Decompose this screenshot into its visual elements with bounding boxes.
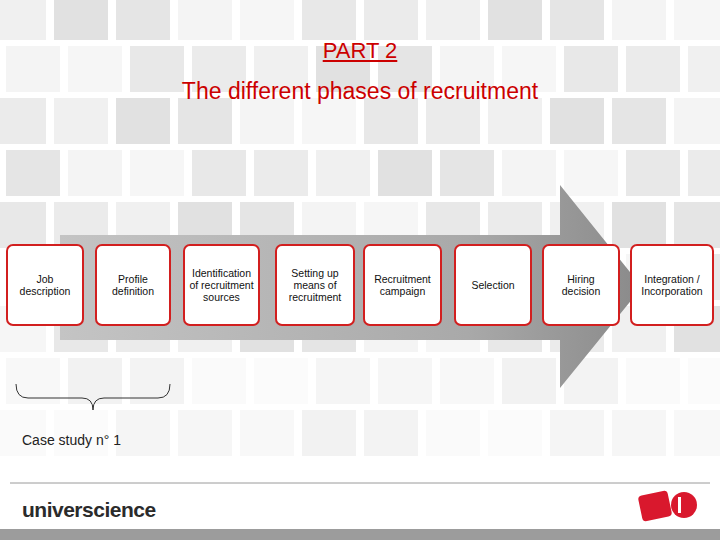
footer-bar xyxy=(0,529,720,540)
photo-tile xyxy=(68,46,122,92)
photo-tile xyxy=(550,98,604,144)
photo-tile xyxy=(254,358,308,404)
photo-tile xyxy=(116,0,170,40)
photo-tile xyxy=(240,0,294,40)
photo-tile xyxy=(612,98,666,144)
photo-tile xyxy=(68,150,122,196)
photo-tile xyxy=(550,0,604,40)
photo-tile xyxy=(364,98,418,144)
photo-tile xyxy=(364,410,418,456)
phase-label: Hiring decision xyxy=(544,273,618,297)
photo-tile xyxy=(6,358,60,404)
footer-rule xyxy=(10,483,710,484)
photo-tile xyxy=(6,150,60,196)
photo-tile xyxy=(502,150,556,196)
photo-tile xyxy=(426,98,480,144)
photo-tile xyxy=(0,98,46,144)
phase-box: Identification of recruitment sources xyxy=(183,244,260,326)
photo-tile xyxy=(426,410,480,456)
photo-tile xyxy=(240,410,294,456)
photo-tile xyxy=(688,150,720,196)
photo-tile xyxy=(192,150,246,196)
photo-tile xyxy=(364,0,418,40)
photo-tile xyxy=(626,150,680,196)
photo-tile xyxy=(612,202,666,248)
photo-tile xyxy=(626,46,680,92)
photo-tile xyxy=(674,0,720,40)
phase-label: Job description xyxy=(8,273,82,297)
photo-tile xyxy=(488,98,542,144)
photo-tile xyxy=(116,98,170,144)
photo-tile xyxy=(316,150,370,196)
photo-tile xyxy=(378,358,432,404)
photo-tile xyxy=(116,410,170,456)
partner-logo xyxy=(638,490,697,522)
photo-tile xyxy=(378,150,432,196)
photo-tile xyxy=(612,410,666,456)
part-heading: PART 2 xyxy=(323,38,398,64)
photo-tile xyxy=(254,150,308,196)
process-arrow xyxy=(60,185,642,388)
phase-label: Recruitment campaign xyxy=(365,273,440,297)
photo-tile xyxy=(674,202,720,248)
photo-tile xyxy=(240,98,294,144)
photo-tile xyxy=(302,98,356,144)
photo-tile xyxy=(316,358,370,404)
photo-tile xyxy=(302,0,356,40)
phase-label: Profile definition xyxy=(97,273,169,297)
phase-box: Recruitment campaign xyxy=(363,244,442,326)
photo-tile xyxy=(130,46,184,92)
bracket xyxy=(16,384,170,410)
photo-tile xyxy=(488,410,542,456)
phase-label: Integration / Incorporation xyxy=(632,273,712,297)
slide-title: The different phases of recruitment xyxy=(182,78,538,105)
photo-tile xyxy=(502,358,556,404)
phase-label: Selection xyxy=(467,279,518,291)
phase-box: Selection xyxy=(454,244,532,326)
phase-box: Hiring decision xyxy=(542,244,620,326)
phase-box: Setting up means of recruitment xyxy=(275,244,355,326)
photo-tile xyxy=(54,0,108,40)
phase-box: Profile definition xyxy=(95,244,171,326)
photo-tile xyxy=(130,150,184,196)
photo-tile xyxy=(688,358,720,404)
photo-tile xyxy=(0,202,46,248)
photo-tile xyxy=(68,358,122,404)
phase-label: Setting up means of recruitment xyxy=(277,267,353,303)
case-study-label: Case study n° 1 xyxy=(22,432,121,448)
photo-tile xyxy=(674,98,720,144)
photo-tile xyxy=(130,358,184,404)
photo-tile xyxy=(626,358,680,404)
photo-tile xyxy=(178,410,232,456)
photo-tile xyxy=(192,358,246,404)
photo-tile xyxy=(6,46,60,92)
photo-tile xyxy=(612,0,666,40)
phase-label: Identification of recruitment sources xyxy=(185,267,258,303)
photo-tile xyxy=(688,46,720,92)
photo-tile xyxy=(54,98,108,144)
photo-tile xyxy=(564,150,618,196)
photo-tile xyxy=(178,0,232,40)
photo-tile xyxy=(564,46,618,92)
phase-box: Job description xyxy=(6,244,84,326)
photo-tile xyxy=(178,98,232,144)
photo-tile xyxy=(440,150,494,196)
photo-tile xyxy=(488,0,542,40)
photo-tile xyxy=(0,0,46,40)
photo-tile xyxy=(674,410,720,456)
phase-box: Integration / Incorporation xyxy=(630,244,714,326)
photo-tile xyxy=(426,0,480,40)
photo-tile xyxy=(550,410,604,456)
photo-tile xyxy=(440,358,494,404)
brand-logo-text: universcience xyxy=(22,498,156,522)
photo-tile xyxy=(302,410,356,456)
